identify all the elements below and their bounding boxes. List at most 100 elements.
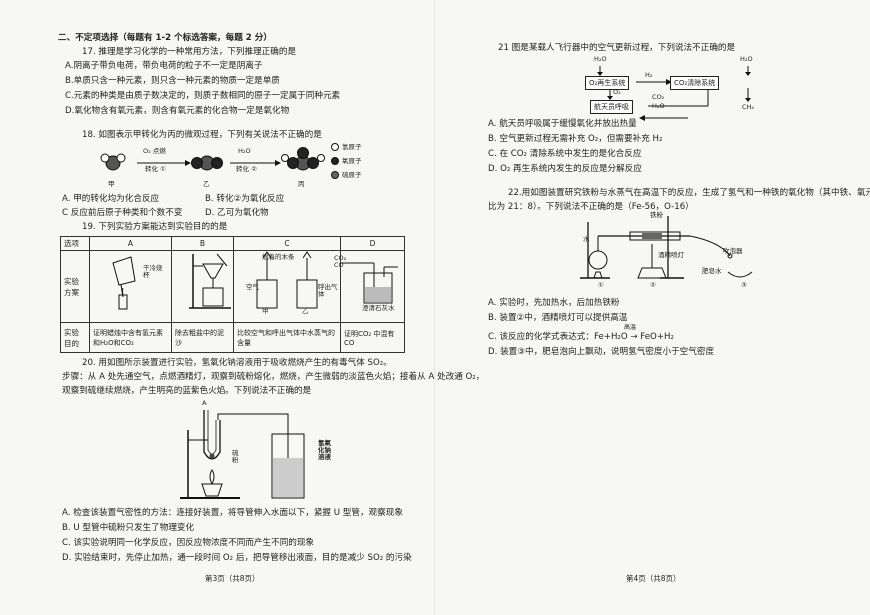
q22-label-water: 水 <box>583 235 590 243</box>
q21-label-co2: CO₂ <box>652 93 665 101</box>
q22-label-n2: ② <box>650 281 656 289</box>
q18-label-yi: 乙 <box>203 180 210 188</box>
q19-label-cold-beaker: 干冷烧杯 <box>143 264 163 280</box>
q18-legend-o: 氧原子 <box>342 157 362 165</box>
q19-col-c: C <box>233 236 341 251</box>
q19-goal-c: 比较空气和呼出气体中水蒸气的含量 <box>233 322 341 353</box>
q19-label-breath: 呼出气体 <box>318 283 338 299</box>
q22-option-a[interactable]: A. 实验时，先加热水，后加热铁粉 <box>488 298 620 308</box>
page-divider <box>434 0 435 615</box>
q20-option-a[interactable]: A. 检查该装置气密性的方法：连接好装置，将导管伸入水面以下，紧握 U 型管，观… <box>62 508 403 518</box>
q18-option-c[interactable]: C 反应前后原子种类和个数不变 <box>62 208 183 218</box>
q17-option-b[interactable]: B.单质只含一种元素，则只含一种元素的物质一定是单质 <box>65 76 280 86</box>
q19-table: 选项 A B C D 实验方案 实验目的 证明蜡烛中含有氢元素和H₂O和CO₂ … <box>60 236 405 353</box>
right-page: 21 图是某载人飞行器中的空气更新过程，下列说法不正确的是 H₂O H₂O O₂… <box>440 0 870 615</box>
q21-label-h2: H₂ <box>645 71 653 79</box>
q19-goal-a: 证明蜡烛中含有氢元素和H₂O和CO₂ <box>89 322 172 353</box>
q19-stem: 19. 下列实验方案能达到实验目的的是 <box>82 222 228 232</box>
q19-label-jia: 甲 <box>262 307 269 315</box>
q17-option-d[interactable]: D.氧化物含有氧元素，则含有氧元素的化合物一定是氧化物 <box>65 106 290 116</box>
q17-stem: 17. 推理是学习化学的一种常用方法，下列推理正确的是 <box>82 47 297 57</box>
q22-label-n1: ① <box>598 281 604 289</box>
q20-option-b[interactable]: B. U 型管中硫粉只发生了物理变化 <box>62 523 195 533</box>
left-page-footer: 第3页（共8页） <box>205 574 260 583</box>
q20-label-naoh: 氢氧化钠溶液 <box>318 439 331 462</box>
q18-option-d[interactable]: D. 乙可为氧化物 <box>205 208 269 218</box>
q19-header-option: 选项 <box>60 236 90 251</box>
q17-option-a[interactable]: A.阴离子带负电荷，带负电荷的粒子不一定是阴离子 <box>65 61 263 71</box>
left-page: 二、不定项选择（每题有 1-2 个标选答案，每题 2 分） 17. 推理是学习化… <box>0 0 484 615</box>
q18-arrow2-bottom: 转化 ② <box>236 165 257 173</box>
q18-arrow2-top: H₂O <box>238 147 251 155</box>
q22-equation-text: Fe+H₂O → FeO+H₂ <box>594 332 674 342</box>
q19-col-b: B <box>171 236 234 251</box>
q21-option-b[interactable]: B. 空气更新过程无需补充 O₂，但需要补充 H₂ <box>488 134 663 144</box>
q21-option-c[interactable]: C. 在 CO₂ 清除系统中发生的是化合反应 <box>488 149 642 159</box>
q22-stem-line1: 22.用如图装置研究铁粉与水蒸气在高温下的反应，生成了氢气和一种铁的氧化物（其中… <box>508 188 870 198</box>
q22-label-bubbler: 吹泡器 <box>723 247 743 255</box>
q21-flow-diagram <box>597 66 751 121</box>
q22-equation-condition: 高温 <box>624 324 637 331</box>
section-heading: 二、不定项选择（每题有 1-2 个标选答案，每题 2 分） <box>58 33 272 43</box>
q17-option-c[interactable]: C.元素的种类是由质子数决定的，则质子数相同的原子一定属于同种元素 <box>65 91 341 101</box>
q19-header-goal: 实验目的 <box>60 322 90 353</box>
q18-arrow1-top: O₂ 点燃 <box>143 147 166 155</box>
q20-step-1: 步骤：从 A 处先通空气，点燃酒精灯，观察到硫粉熔化，燃烧，产生微弱的淡蓝色火焰… <box>62 372 485 382</box>
q19-plan-a <box>89 250 172 323</box>
q18-label-bing: 丙 <box>298 180 305 188</box>
q20-apparatus <box>180 410 305 499</box>
right-page-footer: 第4页（共8页） <box>626 574 681 583</box>
q22-apparatus <box>580 216 753 279</box>
q19-plan-c <box>233 250 341 323</box>
q18-option-b[interactable]: B. 转化②为氧化反应 <box>205 194 285 204</box>
q21-stem: 21 图是某载人飞行器中的空气更新过程，下列说法不正确的是 <box>498 43 736 53</box>
q18-legend-icons <box>331 143 339 179</box>
q19-plan-d <box>340 250 405 323</box>
q22-option-c-prefix: C. 该反应的化学式表达式： <box>488 332 594 342</box>
q21-label-o2: O₂ <box>613 88 621 96</box>
q22-option-d[interactable]: D. 装置③中，肥皂泡向上飘动，说明氢气密度小于空气密度 <box>488 347 715 357</box>
q22-stem-line2: 比为 21：8）。下列说法不正确的是（Fe-56，O-16） <box>488 202 694 212</box>
q19-drawing-b <box>189 253 231 309</box>
q19-header-plan: 实验方案 <box>60 250 90 323</box>
q18-legend-h: 氢原子 <box>342 143 362 151</box>
q22-label-soap: 肥皂水 <box>702 267 722 275</box>
q21-box-astronaut-breathing: 航天员呼吸 <box>590 100 633 114</box>
q19-label-gas: CO₂ CO <box>334 254 347 270</box>
q18-stem: 18. 如图表示甲转化为丙的微观过程，下列有关说法不正确的是 <box>82 130 322 140</box>
q21-label-h2o-low: H₂O <box>652 102 665 110</box>
q22-label-lamp: 酒精喷灯 <box>658 251 684 259</box>
q20-label-sulfur: 硫粉 <box>232 449 239 465</box>
q20-label-a: A <box>202 399 207 407</box>
q20-option-d[interactable]: D. 实验结束时，先停止加热，通一段时间 O₂ 后，把导管移出液面，目的是减少 … <box>62 553 412 563</box>
q20-step-2: 观察到硫继续燃烧，产生明亮的蓝紫色火焰。下列说法不正确的是 <box>62 386 312 396</box>
q21-label-ch4: CH₄ <box>742 103 755 111</box>
q19-label-burning-stick: 燃着的木条 <box>262 253 295 261</box>
q21-label-h2o-mid: H₂O <box>740 55 753 63</box>
q21-label-h2o-top: H₂O <box>594 55 607 63</box>
q19-goal-d: 证明CO₂ 中混有CO <box>340 322 405 353</box>
q18-legend-s: 硫原子 <box>342 171 362 179</box>
q19-col-d: D <box>340 236 405 251</box>
q18-molecule-diagram <box>100 147 325 171</box>
q19-drawing-d <box>340 262 398 304</box>
q20-stem: 20. 用如图所示装置进行实验，氢氧化钠溶液用于吸收燃烧产生的有毒气体 SO₂。 <box>82 358 392 368</box>
q21-box-co2-removal: CO₂清除系统 <box>670 76 720 90</box>
q21-option-d[interactable]: D. O₂ 再生系统内发生的反应是分解反应 <box>488 164 642 174</box>
q20-option-c[interactable]: C. 该实验说明同一化学反应，因反应物浓度不同而产生不同的现象 <box>62 538 315 548</box>
q22-label-n3: ③ <box>741 281 747 289</box>
q19-label-limewater: 澄清石灰水 <box>362 304 395 312</box>
q18-arrow1-bottom: 转化 ① <box>145 165 166 173</box>
q22-label-iron: 铁粉 <box>650 211 663 219</box>
q19-drawing-c <box>256 251 318 309</box>
q18-option-a[interactable]: A. 甲的转化均为化合反应 <box>62 194 160 204</box>
q21-box-o2-regeneration: O₂再生系统 <box>585 76 630 90</box>
q21-option-a[interactable]: A. 航天员呼吸属于缓慢氧化并放出热量 <box>488 119 637 129</box>
q22-option-b[interactable]: B. 装置②中，酒精喷灯可以提供高温 <box>488 313 628 323</box>
q19-label-yi: 乙 <box>302 307 309 315</box>
q19-drawing-a <box>112 256 136 310</box>
q19-col-a: A <box>89 236 172 251</box>
q19-label-air: 空气 <box>246 283 259 291</box>
